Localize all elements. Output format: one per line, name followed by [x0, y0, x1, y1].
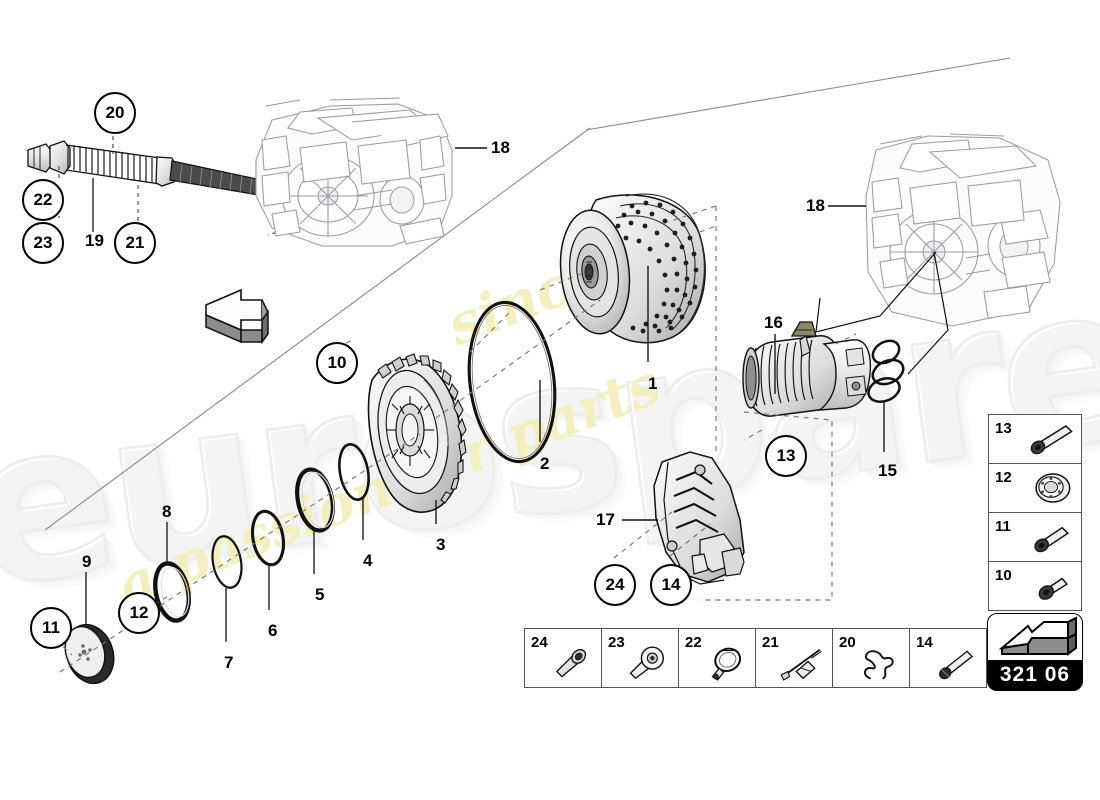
clamp-rings-part-15: [867, 339, 905, 403]
leader-lines-seals: [85, 498, 364, 642]
callout-17: 17: [596, 510, 615, 529]
assembly-axis-mid: [435, 299, 601, 419]
round-cover-icon: [1035, 473, 1071, 503]
hose-clamp-icon: [711, 647, 742, 681]
callout-8: 8: [162, 502, 172, 521]
legend-cell-10[interactable]: 10: [989, 562, 1081, 610]
legend-bottom-strip: 24 23 22: [524, 628, 987, 688]
callout-ref-14: 14: [650, 564, 692, 606]
legend-cell-20[interactable]: 20: [833, 629, 910, 687]
callout-9: 9: [82, 552, 92, 571]
o-ring-part-2: [467, 300, 557, 464]
short-bolt-icon: [1034, 526, 1069, 553]
flat-head-bolt-icon: [1038, 577, 1068, 600]
callout-2: 2: [540, 454, 550, 473]
legend-cell-12[interactable]: 12: [989, 464, 1081, 513]
badge-number-text: 321 06: [988, 660, 1082, 690]
stud-bolt-icon: [939, 650, 974, 680]
callout-1: 1: [648, 374, 658, 393]
callout-ref-24: 24: [594, 564, 636, 606]
legend-cell-14[interactable]: 14: [910, 629, 986, 687]
assembly-axis-16-13: [667, 205, 857, 601]
legend-number-14: 14: [916, 634, 933, 651]
construction-lines: [469, 225, 717, 353]
assembly-axis-left: [59, 433, 421, 673]
legend-number-11: 11: [995, 518, 1011, 535]
callout-ref-11: 11: [30, 607, 72, 649]
legend-cell-24[interactable]: 24: [525, 629, 602, 687]
callout-ref-12: 12: [118, 592, 160, 634]
assembly-axis-10: [319, 339, 353, 359]
callout-19: 19: [85, 231, 104, 250]
flanged-bolt-icon: [629, 646, 664, 680]
badge-arrow-icon: [998, 616, 1077, 656]
spring-clip-icon: [864, 650, 894, 680]
callout-ref-13: 13: [765, 435, 807, 477]
callout-18-left: 18: [491, 138, 510, 157]
legend-number-24: 24: [531, 634, 548, 651]
callout-16: 16: [764, 313, 783, 332]
legend-number-23: 23: [608, 634, 625, 651]
callout-ref-10: 10: [316, 342, 358, 384]
legend-cell-11[interactable]: 11: [989, 513, 1081, 562]
callout-ref-21: 21: [114, 222, 156, 264]
callout-ref-23: 23: [22, 222, 64, 264]
callout-6: 6: [268, 621, 278, 640]
legend-cell-22[interactable]: 22: [679, 629, 756, 687]
socket-bolt-icon: [555, 648, 587, 678]
callout-4: 4: [363, 551, 373, 570]
assembly-connector-lines: [815, 251, 949, 375]
gearbox-assembly-left: [255, 97, 453, 247]
callout-15: 15: [878, 461, 897, 480]
legend-number-20: 20: [839, 634, 856, 651]
hose-fitting-part-16: [742, 321, 872, 417]
callout-7: 7: [224, 653, 234, 672]
callout-ref-22: 22: [22, 179, 64, 221]
legend-cell-23[interactable]: 23: [602, 629, 679, 687]
legend-right-box: 13 12 11: [988, 414, 1082, 611]
badge-arrow-area: [988, 614, 1082, 660]
callout-3: 3: [436, 535, 446, 554]
legend-cell-21[interactable]: 21: [756, 629, 833, 687]
callout-ref-20: 20: [94, 92, 136, 134]
legend-number-21: 21: [762, 634, 779, 651]
clutch-housing-part-3: [367, 353, 467, 513]
leader-lines-17-refs: [613, 511, 711, 559]
long-bolt-icon: [1030, 424, 1073, 455]
legend-number-22: 22: [685, 634, 702, 651]
callout-5: 5: [315, 585, 325, 604]
callout-18-right: 18: [806, 196, 825, 215]
legend-number-12: 12: [995, 469, 1012, 486]
legend-number-13: 13: [995, 420, 1012, 437]
gearbox-assembly-right: [865, 133, 1061, 327]
diagram-number-badge: 321 06: [988, 614, 1082, 690]
rail-bracket-icon: [780, 648, 822, 681]
diagonal-guide-line: [44, 57, 1011, 531]
legend-number-10: 10: [995, 567, 1012, 584]
seal-rings-group: [64, 443, 370, 685]
legend-cell-13[interactable]: 13: [989, 415, 1081, 464]
clutch-pack-part-1: [559, 193, 706, 344]
